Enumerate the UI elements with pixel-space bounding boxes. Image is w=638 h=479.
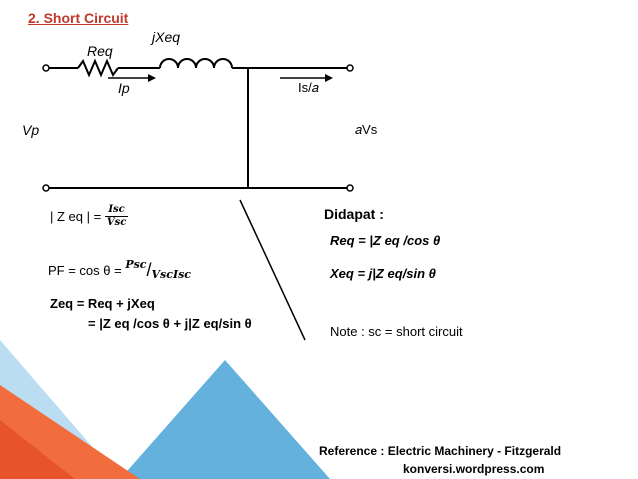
label-ip: Ip <box>118 80 130 96</box>
dark-orange-triangle <box>0 420 75 479</box>
label-is-over-a: Is/𝑎 <box>298 80 319 95</box>
zeq-lhs: | Z eq | = <box>50 209 102 224</box>
blue-triangle <box>120 360 330 479</box>
inductor-jxeq <box>159 58 233 69</box>
slide-title: 2. Short Circuit <box>28 10 129 26</box>
label-req: Req <box>87 43 113 59</box>
pf-numerator: Psc <box>125 258 147 271</box>
pf-lhs: PF = cos θ = <box>48 263 122 279</box>
reference-line-2: konversi.wordpress.com <box>403 462 545 476</box>
zeq-magnitude-formula: | Z eq | = Isc Vsc <box>50 204 129 229</box>
terminal-bottom-left <box>42 184 50 192</box>
label-avs: 𝑎Vs <box>355 122 378 137</box>
terminal-bottom-right <box>346 184 354 192</box>
arrow-ip-head <box>148 74 156 82</box>
zeq-sum-formula: Zeq = Req + jXeq <box>50 296 155 311</box>
zeq-fraction: Isc Vsc <box>104 204 129 229</box>
terminal-top-right <box>346 64 354 72</box>
label-jxeq: jXeq <box>152 29 181 45</box>
zeq-numerator: Isc <box>104 204 129 217</box>
arrow-is-head <box>325 74 333 82</box>
req-result: Req = |Z eq /cos θ <box>330 233 441 248</box>
didapat-heading: Didapat : <box>324 206 384 222</box>
reference-line-1: Reference : Electric Machinery - Fitzger… <box>319 444 562 458</box>
power-factor-formula: PF = cos θ = Psc/VscIsc <box>48 258 191 281</box>
resistor-req <box>77 58 119 78</box>
leader-line <box>239 199 306 341</box>
label-vp: Vp <box>22 122 40 138</box>
pf-slash: / <box>146 260 152 281</box>
note: Note : sc = short circuit <box>330 324 463 339</box>
terminal-top-left <box>42 64 50 72</box>
xeq-result: Xeq = j|Z eq/sin θ <box>330 266 436 281</box>
reference: Reference : Electric Machinery - Fitzger… <box>319 442 561 478</box>
pf-denominator: VscIsc <box>151 268 191 281</box>
zeq-expanded-formula: = |Z eq /cos θ + j|Z eq/sin θ <box>88 316 252 331</box>
zeq-denominator: Vsc <box>106 217 127 228</box>
